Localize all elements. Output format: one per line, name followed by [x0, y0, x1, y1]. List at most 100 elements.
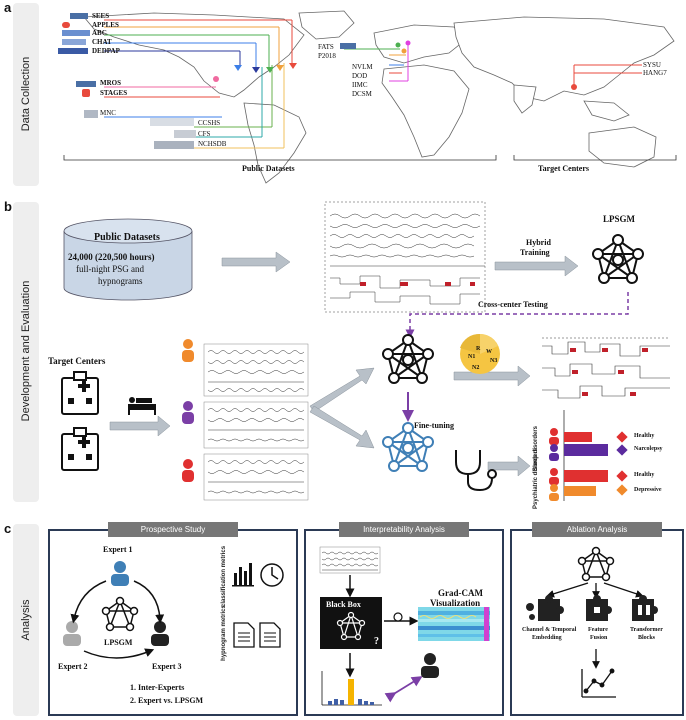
- asia-shape: [453, 16, 675, 102]
- dataset-logo: [154, 141, 194, 149]
- expert1-icon: [111, 561, 129, 586]
- panel-b-sidebar: [13, 202, 39, 502]
- stethoscope-icon: [455, 450, 497, 492]
- dataset-label: SEES: [92, 12, 110, 20]
- prospective-title: Prospective Study: [108, 522, 238, 537]
- dataset-logo: [62, 39, 86, 45]
- dataset-label: SYSU: [643, 61, 661, 69]
- stage-w: W: [486, 349, 492, 355]
- expert-icon: [421, 653, 439, 678]
- db-title: Public Datasets: [94, 232, 160, 243]
- interpretability-graphics: [319, 546, 490, 706]
- ablation-item1-line2: Embedding: [532, 635, 562, 641]
- dataset-label: STAGES: [100, 89, 128, 97]
- metric2-label: hypnogram metrics: [221, 605, 227, 661]
- australia-shape: [588, 126, 657, 168]
- north-america-shape: [83, 12, 305, 98]
- lpsgm-network-top: [592, 234, 644, 284]
- db-line1: 24,000 (220,500 hours): [68, 252, 155, 262]
- dataset-logo: [174, 130, 196, 138]
- legend-narcolepsy: Narcolepsy: [634, 446, 663, 452]
- legend-healthy-1: Healthy: [634, 433, 655, 439]
- panel-a-sidebar: [13, 3, 39, 186]
- arrow-db-to-psg: [221, 251, 291, 273]
- arrow-psg-to-model: [494, 255, 579, 277]
- india-shape: [513, 84, 537, 114]
- db-line3: hypnograms: [98, 276, 143, 286]
- cross-center-label: Cross-center Testing: [478, 300, 548, 309]
- dataset-label: P2018: [318, 52, 336, 60]
- dataset-logo: [58, 48, 88, 54]
- dataset-logo: [76, 81, 96, 87]
- prospective-item2: 2. Expert vs. LPSGM: [130, 696, 204, 705]
- psg-stacks-left: [203, 343, 309, 501]
- lpsgm-network-finetuned: [382, 422, 434, 472]
- psg-rem-marks-top: [360, 282, 475, 286]
- hypnogram-results: [542, 337, 670, 399]
- prospective-center-label: LPSGM: [104, 638, 133, 647]
- dataset-label: CHAT: [92, 38, 112, 46]
- panel-c-side-label: Analysis: [20, 599, 32, 641]
- expert3-label: Expert 3: [152, 662, 182, 671]
- gradcam-label-line1: Grad-CAM: [438, 588, 483, 598]
- se-asia-shape: [583, 100, 630, 122]
- dataset-logo: [70, 13, 88, 19]
- stage-n2: N2: [472, 365, 480, 371]
- db-line2: full-night PSG and: [76, 264, 145, 274]
- puzzle-icon-3: [632, 595, 658, 621]
- clock-icon: [260, 563, 284, 587]
- bar-chart-icon: [232, 563, 254, 587]
- dataset-label: CFS: [198, 130, 211, 138]
- dataset-logo: [62, 22, 70, 28]
- person-icons-psg: [182, 339, 194, 482]
- arrow-up-model: [309, 367, 375, 413]
- ablation-item2-line2: Fusion: [590, 635, 608, 641]
- dataset-label: ABC: [92, 29, 107, 37]
- puzzle-icon-1: [526, 595, 564, 621]
- black-box-label: Black Box: [326, 600, 361, 609]
- arrow-target-to-psg: [109, 415, 171, 437]
- disorder-bars: [563, 410, 628, 501]
- dataset-label: MROS: [100, 79, 121, 87]
- dataset-label: HANG7: [643, 69, 667, 77]
- panel-a-side-label: Data Collection: [20, 56, 32, 132]
- gradcam-label-line2: Visualization: [430, 598, 481, 608]
- europe-shape: [373, 24, 465, 64]
- attribution-histogram: [321, 671, 382, 706]
- target-centers-caption: Target Centers: [538, 164, 590, 173]
- ablation-graphics: [526, 546, 658, 698]
- search-icon: [393, 612, 403, 622]
- hypnogram-rem-marks: [570, 348, 648, 396]
- line-chart-icon: [581, 668, 616, 698]
- dataset-logo: [84, 110, 98, 118]
- dataset-logo: [150, 118, 194, 126]
- metric1-label: classification metrics: [221, 545, 227, 607]
- dataset-label: NCHSDB: [198, 140, 227, 148]
- arrow-to-hypno: [453, 365, 531, 387]
- hospital-icon-2: [61, 427, 99, 471]
- arrow-down-model: [309, 405, 375, 449]
- sleep-stage-pie: [460, 333, 500, 374]
- target-centers-label: Target Centers: [48, 356, 106, 366]
- dataset-label: APPLES: [92, 21, 119, 29]
- prospective-study-panel: Prospective Study: [48, 522, 298, 716]
- psg-signals-top: [324, 201, 486, 313]
- dataset-label: IIMC: [352, 81, 368, 89]
- dataset-label: DCSM: [352, 90, 372, 98]
- expert3-icon: [151, 621, 169, 646]
- dataset-label: NVLM: [352, 63, 373, 71]
- stage-r: R: [476, 346, 481, 352]
- panel-c-letter: c: [4, 521, 12, 536]
- psychiatric-disorders-label: Psychiatric disorders: [533, 447, 539, 509]
- cross-center-arrow: [405, 292, 629, 339]
- expert2-icon: [63, 621, 81, 646]
- stage-n1: N1: [468, 354, 476, 360]
- prospective-graphics: [63, 561, 284, 659]
- ablation-item1-line1: Channel & Temporal: [522, 627, 577, 633]
- dataset-label: DOD: [352, 72, 368, 80]
- ablation-title: Ablation Analysis: [532, 522, 662, 537]
- document-icon: [233, 622, 281, 648]
- dataset-logo: [82, 89, 90, 97]
- question-mark: ?: [374, 636, 379, 647]
- dataset-logo: [340, 43, 356, 49]
